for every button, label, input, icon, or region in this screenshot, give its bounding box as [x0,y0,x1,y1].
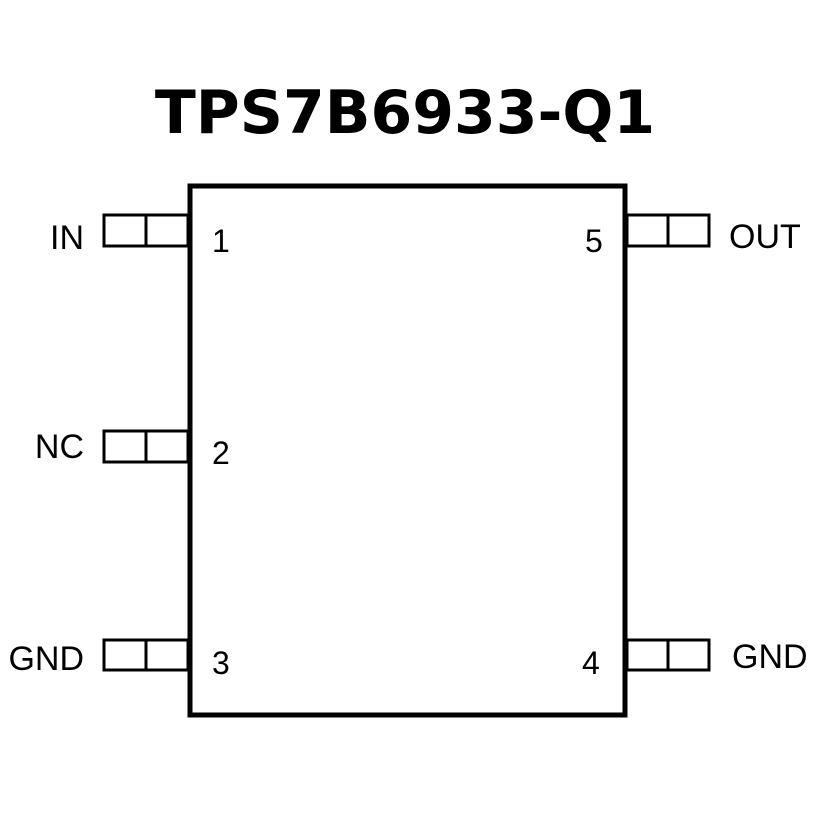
pin-2-number: 2 [212,435,230,471]
pin-2: NC 2 [35,428,230,471]
chip-body [187,183,628,718]
pin-1-name: IN [50,219,84,257]
pin-3-name: GND [8,640,84,678]
pin-2-name: NC [35,428,84,466]
pin-3-number: 3 [212,645,230,681]
pin-5-name: OUT [729,218,801,256]
chip-title: TPS7B6933-Q1 [155,78,655,148]
pin-1-number: 1 [212,223,230,259]
pin-4: GND 4 [582,638,808,681]
pin-1: IN 1 [50,213,230,259]
pin-5: OUT 5 [585,213,801,259]
pin-3: GND 3 [8,638,230,681]
pin-4-number: 4 [582,645,600,681]
pin-4-name: GND [732,638,808,676]
pin-5-number: 5 [585,223,603,259]
